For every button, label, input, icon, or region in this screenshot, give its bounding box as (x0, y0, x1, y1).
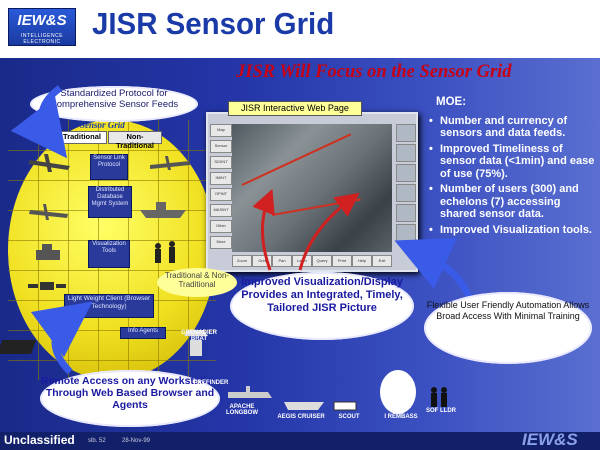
bottom-button: Help (352, 255, 372, 267)
remote-access-callout: Remote Access on any Workstation Through… (40, 370, 220, 427)
satellite-icon (28, 282, 66, 290)
sensor-ellipse-icon (380, 370, 416, 414)
ddms-box: Distributed Database Mgmt System (88, 186, 132, 218)
red-arrow-2 (298, 192, 360, 271)
grenadier-label: GRENADIER BRAT (180, 330, 217, 342)
laptop-icon (0, 340, 37, 354)
iews-logo: IEW&S INTELLIGENCE ELECTRONIC (8, 8, 76, 46)
sensor-link-protocol-box: Sensor Link Protocol (90, 154, 128, 180)
footer-logo: IEW&S (522, 430, 578, 449)
flexible-automation-callout: Flexible User Friendly Automation Allows… (424, 292, 592, 364)
header-band (0, 0, 600, 58)
bottom-button: Exit (372, 255, 392, 267)
logo-subtext: INTELLIGENCE ELECTRONIC (20, 33, 64, 45)
side-button: IMINT (210, 172, 232, 185)
sensor-thumbnail-icon (396, 124, 416, 142)
vehicle-icon (36, 244, 60, 260)
sof-label: SOF LLDR (426, 408, 456, 414)
person-icon (155, 241, 175, 263)
classification-label: Unclassified (4, 433, 75, 447)
slide-subtitle: JISR Will Focus on the Sensor Grid (236, 62, 512, 82)
moe-item: Number and currency of sensors and data … (426, 115, 598, 140)
sensor-grid-label: Sensor Grid (80, 120, 125, 130)
sensor-thumbnail-icon (396, 164, 416, 182)
tab-traditional: Traditional (57, 131, 107, 144)
side-button: Other (210, 220, 232, 233)
side-button: Sensor (210, 140, 232, 153)
moe-title: MOE: (436, 96, 467, 108)
traditional-callout: Traditional & Non-Traditional (157, 268, 237, 297)
blue-arrow-proto (10, 85, 68, 159)
scout-label: SCOUT (338, 414, 360, 420)
prefinder-label: PREFINDER (193, 380, 229, 386)
red-arrow-1 (252, 188, 275, 271)
sensor-thumbnail-icon (396, 184, 416, 202)
side-button: MASINT (210, 204, 232, 217)
bottom-button: Zoom (232, 255, 252, 267)
blue-arrow-flexible (394, 237, 474, 302)
bottom-button: Query (312, 255, 332, 267)
moe-item: Improved Visualization tools. (426, 224, 598, 237)
ship-icon (284, 402, 324, 410)
blue-arrow-remote (30, 301, 93, 375)
improved-visualization-callout: Improved Visualization/Display Provides … (230, 272, 414, 340)
side-button: SIGINT (210, 156, 232, 169)
slide-date: 28-Nov-99 (122, 438, 151, 444)
terrain-map (232, 124, 392, 252)
aircraft-icon (150, 156, 190, 170)
aegis-label: AEGIS CRUISER (277, 414, 325, 420)
apache-label: APACHE LONGBOW (226, 404, 258, 416)
visualization-tools-box: Visualization Tools (88, 240, 130, 268)
bottom-button: Pan (272, 255, 292, 267)
bottom-button: Print (332, 255, 352, 267)
moe-item: Improved Timeliness of sensor data (<1mi… (426, 143, 598, 181)
apache-icon (228, 386, 272, 398)
sensor-thumbnail-icon (396, 144, 416, 162)
logo-text: IEW&S (17, 12, 67, 29)
tab-nontraditional: Non-Traditional (108, 131, 162, 150)
moe-item: Number of users (300) and echelons (7) a… (426, 183, 598, 221)
footer-bar (0, 432, 600, 450)
side-button: Map (210, 124, 232, 137)
moe-block: MOE: Number and currency of sensors and … (426, 96, 598, 239)
ship-icon (140, 202, 186, 218)
info-agents-box: Info Agents (120, 327, 166, 339)
rembass-label: I REMBASS (384, 414, 418, 420)
soldier-icon (431, 387, 447, 407)
slide-number: slb. 52 (88, 438, 106, 444)
sensor-thumbnail-icon (396, 204, 416, 222)
aircraft-icon (28, 154, 70, 172)
slide-title: JISR Sensor Grid (92, 6, 335, 41)
web-page-label: JISR Interactive Web Page (228, 101, 362, 116)
side-button: OPINT (210, 188, 232, 201)
radar-icon (184, 330, 208, 356)
aircraft-icon (29, 204, 68, 220)
side-button: More (210, 236, 232, 249)
moe-list: Number and currency of sensors and data … (426, 115, 598, 237)
scout-icon (333, 401, 357, 411)
